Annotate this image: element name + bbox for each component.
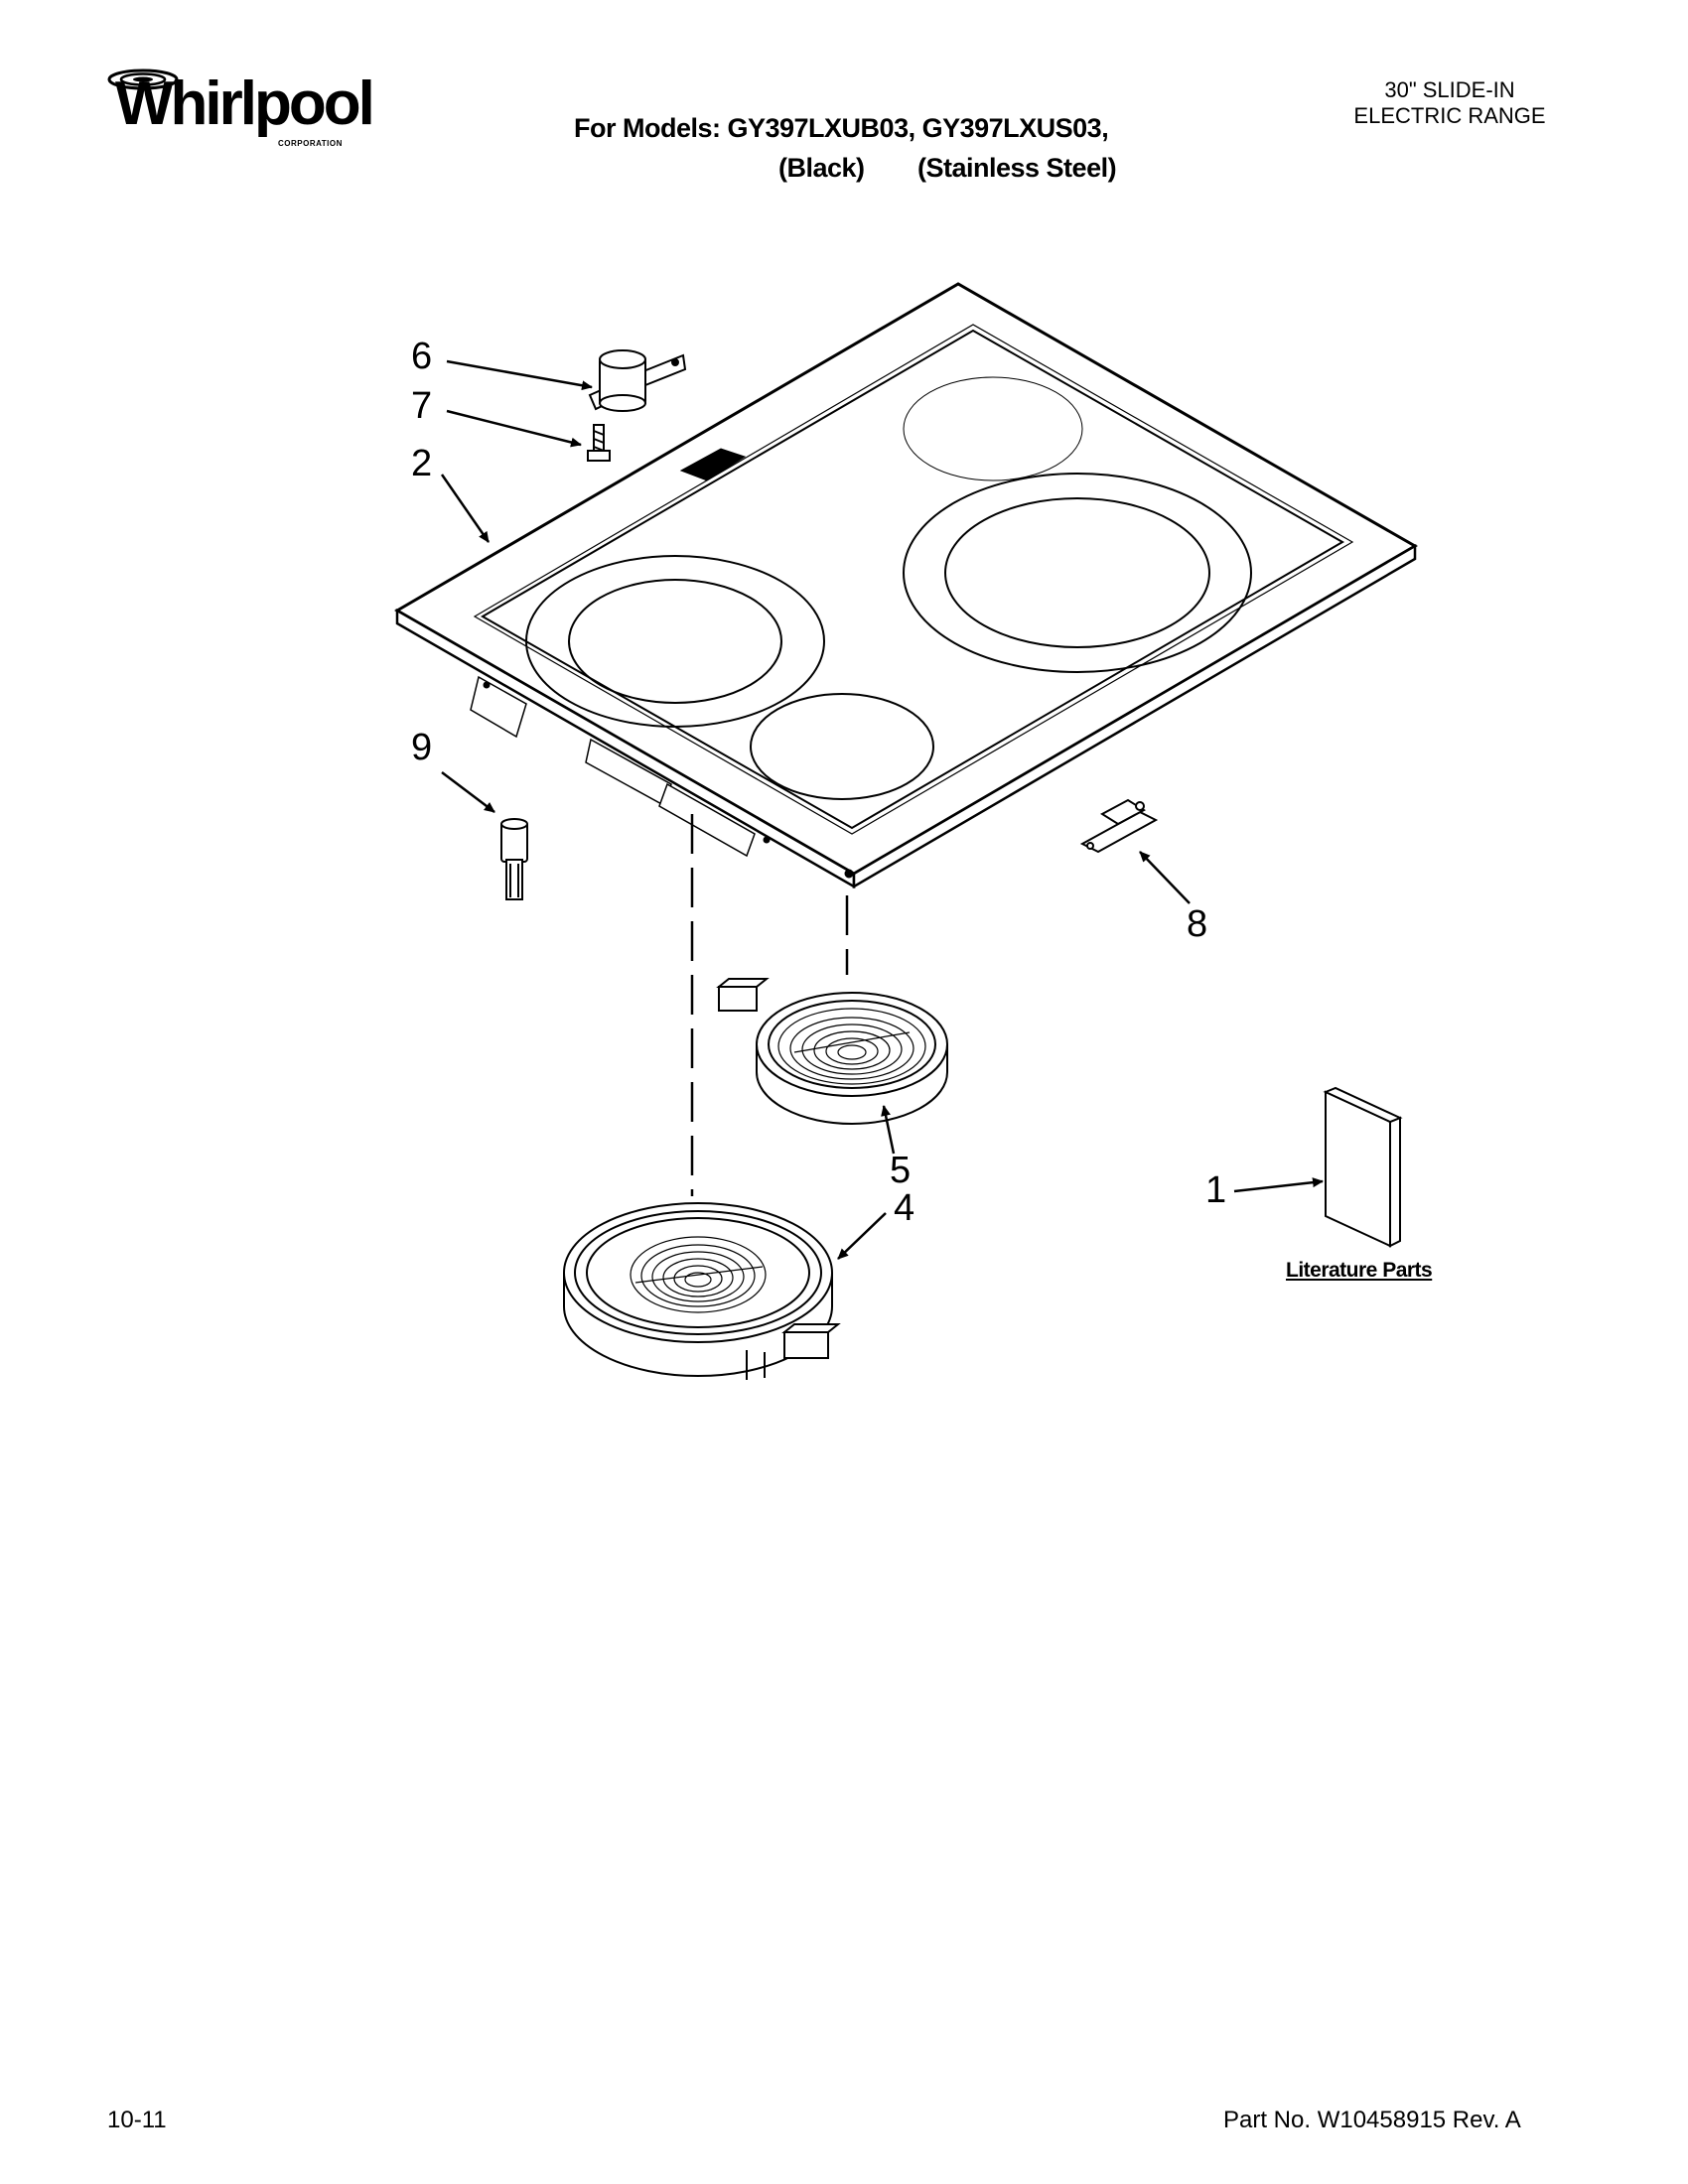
alignment-lines	[690, 814, 849, 1196]
color-stainless-label: (Stainless Steel)	[917, 153, 1117, 183]
callout-5: 5	[890, 1150, 912, 1191]
clip-part	[1079, 798, 1159, 854]
small-radiant-element-part	[716, 978, 948, 1125]
range-type-line-2: ELECTRIC RANGE	[1353, 103, 1546, 128]
callout-1: 1	[1205, 1169, 1227, 1211]
date-code: 10-11	[107, 2107, 167, 2133]
cooktop-glass	[394, 282, 1418, 889]
literature-book-part	[1323, 1086, 1403, 1248]
indicator-lamp-part	[500, 818, 528, 900]
part-number: Part No. W10458915 Rev. A	[1223, 2107, 1521, 2133]
callout-8: 8	[1187, 903, 1208, 945]
callout-2: 2	[411, 443, 433, 484]
brand-name: Whirlpool	[115, 69, 375, 138]
large-radiant-element-part	[563, 1202, 841, 1380]
brand-subtitle: CORPORATION	[278, 139, 343, 148]
color-black-label: (Black)	[778, 153, 865, 183]
callout-6: 6	[411, 336, 433, 377]
literature-parts-label: Literature Parts	[1286, 1259, 1433, 1282]
leader-arrows	[440, 359, 1324, 1260]
logo-swirl-icon	[107, 68, 179, 90]
screw-part	[587, 424, 611, 462]
callout-9: 9	[411, 727, 433, 768]
callout-4: 4	[894, 1187, 915, 1229]
limiter-switch-part	[588, 349, 687, 412]
callout-7: 7	[411, 385, 433, 427]
whirlpool-logo	[99, 60, 377, 159]
range-type-line-1: 30" SLIDE-IN	[1384, 77, 1515, 102]
models-title: For Models: GY397LXUB03, GY397LXUS03,	[574, 113, 1109, 143]
